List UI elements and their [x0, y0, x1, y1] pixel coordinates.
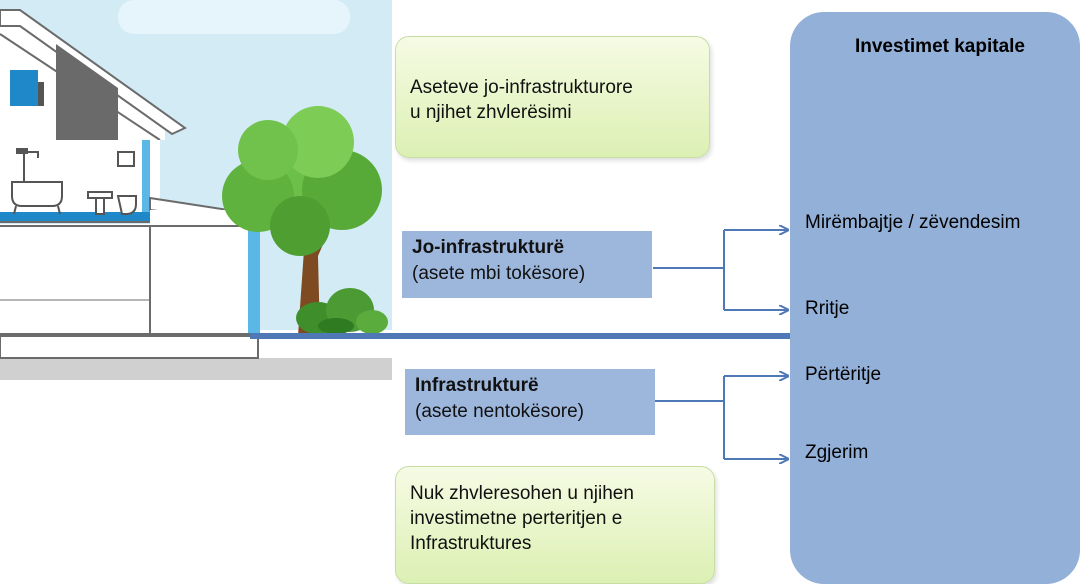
- capital-investments-title: Investimet kapitale: [854, 36, 1026, 57]
- infrastructure-note: Nuk zhvleresohen u njihen investimetne p…: [395, 466, 715, 584]
- bathtub-icon: [11, 181, 63, 207]
- sink-icon: [87, 191, 113, 199]
- non-infrastructure-category: Jo-infrastrukturë (asete mbi tokësore): [402, 231, 652, 298]
- category-subtitle: (asete mbi tokësore): [412, 263, 586, 284]
- branch-expansion-label: Zgjerim: [805, 442, 869, 463]
- infrastructure-category: Infrastrukturë (asete nentokësore): [405, 369, 655, 435]
- tree-icon: [222, 106, 382, 336]
- branch-growth-label: Rritje: [805, 298, 850, 319]
- shower-icon: [23, 151, 39, 182]
- note-line: Infrastruktures: [410, 533, 532, 554]
- category-title: Jo-infrastrukturë: [412, 237, 565, 258]
- note-line: Nuk zhvleresohen u njihen: [410, 483, 634, 504]
- note-line: investimetne perteritjen e: [410, 508, 623, 529]
- lower-room: [0, 224, 260, 336]
- arrow-top-group: [653, 230, 788, 310]
- note-line: u njihet zhvlerësimi: [410, 102, 572, 123]
- note-line: Aseteve jo-infrastrukturore: [410, 77, 633, 98]
- non-infrastructure-note: Aseteve jo-infrastrukturore u njihet zhv…: [395, 36, 710, 158]
- cloud: [118, 0, 350, 34]
- category-subtitle: (asete nentokësore): [415, 401, 584, 422]
- toilet-icon: [117, 151, 135, 167]
- branch-renewal-label: Përtëritje: [805, 364, 882, 385]
- branch-maintenance-label: Mirëmbajtje / zëvendesim: [805, 212, 1021, 233]
- blue-window: [10, 70, 38, 106]
- ground-line: [250, 333, 1060, 339]
- arrow-bottom-group: [655, 376, 788, 459]
- category-title: Infrastrukturë: [415, 375, 539, 396]
- capital-investments-panel: [790, 12, 1080, 584]
- house-illustration: [0, 0, 392, 380]
- bush-icon: [296, 288, 388, 334]
- foundation: [0, 335, 259, 359]
- ground-strip: [0, 358, 392, 380]
- connector-arrows: [653, 220, 800, 470]
